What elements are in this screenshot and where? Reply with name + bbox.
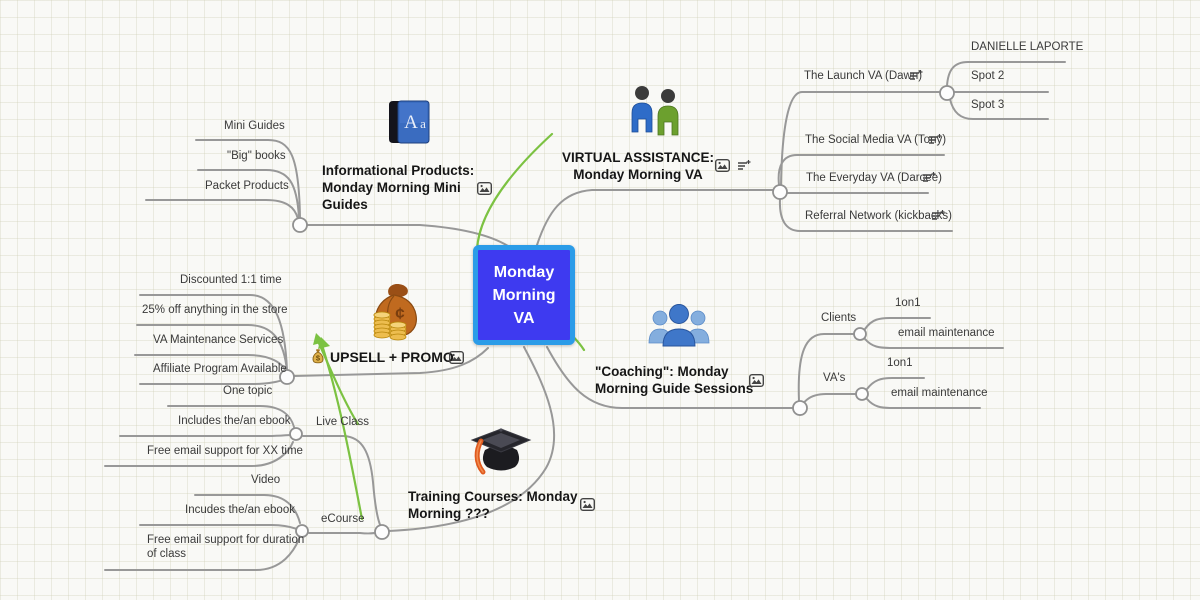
connector-line — [293, 347, 489, 377]
note-badge-icon[interactable] — [922, 171, 938, 185]
connector-line — [546, 346, 794, 409]
node-social-media-va[interactable]: The Social Media VA (Tony) — [805, 134, 947, 146]
connector-line — [866, 377, 925, 390]
node-coaching[interactable]: "Coaching": Monday Morning Guide Session… — [595, 364, 754, 396]
node-ecourse[interactable]: eCourse — [321, 513, 365, 525]
connector-line — [139, 524, 298, 530]
node-discounted-time[interactable]: Discounted 1:1 time — [180, 274, 282, 286]
node-free-email-duration[interactable]: Free email support for duration of class — [147, 534, 305, 560]
branch-connector[interactable] — [292, 217, 308, 233]
cross-link-arrowheads — [313, 333, 330, 349]
node-va-maintenance[interactable]: VA Maintenance Services — [153, 334, 284, 346]
branch-connector[interactable] — [295, 524, 309, 538]
connector-line — [302, 435, 382, 528]
image-badge-icon[interactable] — [714, 158, 731, 173]
connector-lines — [104, 61, 1066, 571]
connector-line — [866, 398, 981, 409]
two-people-icon[interactable] — [628, 84, 684, 141]
money-bag-icon[interactable]: ¢ — [364, 282, 422, 349]
node-one-topic[interactable]: One topic — [223, 385, 273, 397]
branch-connector[interactable] — [939, 85, 955, 101]
connector-line — [864, 338, 1004, 349]
node-mini-guides[interactable]: Mini Guides — [224, 120, 285, 132]
node-incudes-ebook[interactable]: Incudes the/an ebook — [185, 504, 295, 516]
node-informational-products[interactable]: Informational Products: Monday Morning M… — [322, 163, 475, 212]
node-free-email-xx[interactable]: Free email support for XX time — [147, 445, 303, 457]
node-clients[interactable]: Clients — [821, 312, 857, 324]
node-big-books[interactable]: "Big" books — [227, 150, 286, 162]
node-affiliate-program[interactable]: Affiliate Program Available — [153, 363, 287, 375]
node-live-class[interactable]: Live Class — [316, 416, 370, 428]
node-vas[interactable]: VA's — [823, 372, 846, 384]
image-badge-icon[interactable] — [579, 497, 596, 512]
connector-line — [864, 317, 931, 330]
connector-line — [136, 324, 288, 372]
connector-line — [119, 434, 291, 437]
cross-link-arrow — [320, 343, 364, 521]
branch-connector[interactable] — [772, 184, 788, 200]
connector-line — [194, 494, 301, 524]
node-danielle-laporte[interactable]: DANIELLE LAPORTE — [971, 41, 1084, 53]
node-vas-email[interactable]: email maintenance — [891, 387, 988, 399]
connector-line — [104, 441, 294, 467]
branch-connector[interactable] — [853, 327, 867, 341]
connector-line — [778, 198, 953, 232]
branch-connector[interactable] — [374, 524, 390, 540]
node-referral-network[interactable]: Referral Network (kickbacks) — [805, 210, 952, 222]
node-video[interactable]: Video — [251, 474, 281, 486]
image-badge-icon[interactable] — [748, 373, 765, 388]
note-badge-icon[interactable] — [909, 69, 925, 83]
blue-book-icon[interactable]: A a — [385, 98, 433, 151]
connector-line — [134, 354, 287, 373]
connector-line — [104, 538, 300, 571]
svg-text:$: $ — [316, 354, 321, 363]
node-packet-products[interactable]: Packet Products — [205, 180, 289, 192]
connector-line — [167, 405, 295, 428]
svg-text:A: A — [404, 112, 418, 133]
svg-text:¢: ¢ — [395, 304, 405, 323]
branch-connectors — [279, 85, 955, 540]
branch-connector[interactable] — [792, 400, 808, 416]
connector-line — [946, 61, 1066, 87]
node-launch-va[interactable]: The Launch VA (Dawn) — [804, 70, 923, 82]
node-vas-1on1[interactable]: 1on1 — [887, 357, 913, 369]
connector-line — [777, 154, 945, 186]
connector-line — [799, 393, 856, 416]
connector-line — [195, 139, 301, 219]
node-clients-1on1[interactable]: 1on1 — [895, 297, 921, 309]
branch-connector[interactable] — [855, 387, 869, 401]
connector-line — [388, 346, 556, 532]
node-25-off[interactable]: 25% off anything in the store — [142, 304, 288, 316]
connector-line — [308, 531, 380, 535]
connector-line — [197, 169, 300, 219]
note-badge-icon[interactable] — [737, 159, 753, 173]
cross-link-arrow — [316, 339, 360, 426]
image-badge-icon[interactable] — [476, 181, 493, 196]
group-people-icon[interactable] — [648, 303, 710, 352]
node-spot-3[interactable]: Spot 3 — [971, 99, 1005, 111]
note-badge-icon[interactable] — [928, 133, 944, 147]
center-node[interactable]: Monday Morning VA — [473, 245, 575, 345]
graduation-cap-icon[interactable] — [468, 424, 532, 483]
note-badge-icon[interactable] — [931, 209, 947, 223]
node-spot-2[interactable]: Spot 2 — [971, 70, 1005, 82]
node-training-courses[interactable]: Training Courses: Monday Morning ??? — [408, 489, 578, 521]
branch-connector[interactable] — [279, 369, 295, 385]
arrowhead-icon — [318, 337, 330, 349]
connector-line — [949, 98, 1049, 120]
connector-line — [306, 224, 509, 247]
connector-line — [536, 189, 774, 246]
image-badge-icon[interactable] — [448, 350, 465, 365]
branch-connector[interactable] — [289, 427, 303, 441]
node-includes-ebook[interactable]: Includes the/an ebook — [178, 415, 291, 427]
money-bag-badge-icon[interactable]: $ — [311, 348, 327, 364]
node-clients-email[interactable]: email maintenance — [898, 327, 995, 339]
connector-line — [145, 199, 299, 220]
svg-text:a: a — [420, 116, 426, 131]
node-virtual-assistance[interactable]: VIRTUAL ASSISTANCE: Monday Morning VA — [561, 150, 714, 182]
node-upsell-promo[interactable]: UPSELL + PROMO — [330, 349, 454, 365]
connector-line — [139, 294, 288, 371]
connector-line — [797, 333, 854, 402]
